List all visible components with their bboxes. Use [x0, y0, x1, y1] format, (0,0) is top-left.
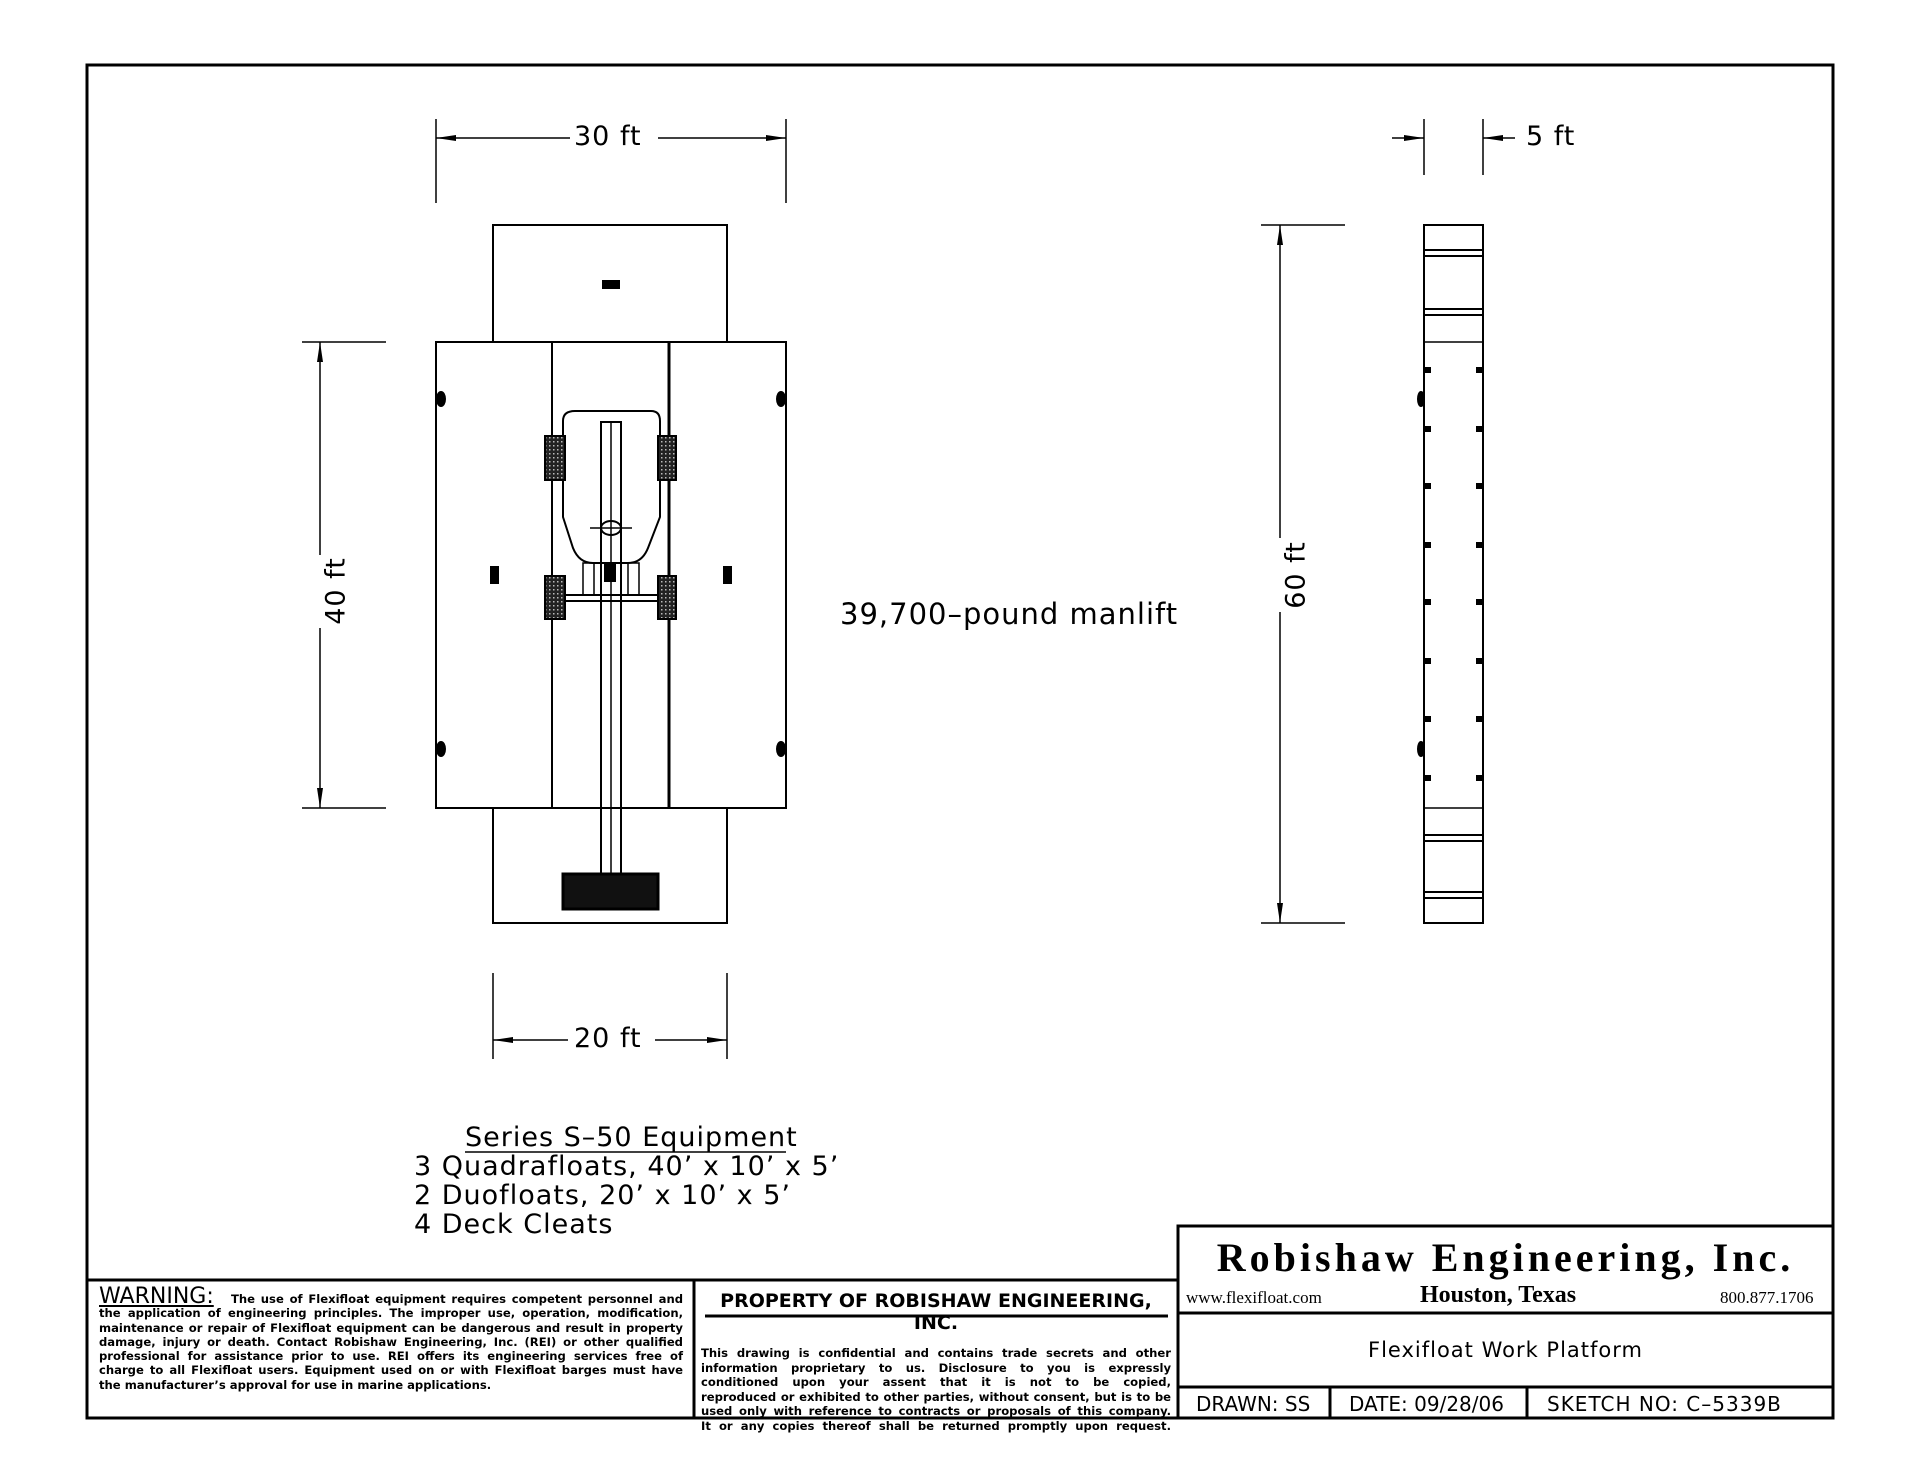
- manlift-tire: [657, 575, 677, 620]
- warning-line: damage, injury or death. Contact Robisha…: [99, 1334, 683, 1349]
- warning-line: maintenance or repair of Flexifloat equi…: [99, 1320, 683, 1335]
- connector-lug: [1425, 716, 1431, 722]
- title-block-frame: [87, 1224, 1835, 1420]
- connector-lug: [1476, 426, 1482, 432]
- connector-lug: [1425, 483, 1431, 489]
- property-line: This drawing is confidential and contain…: [701, 1346, 1171, 1360]
- deck-cleat-icon: [1417, 741, 1425, 757]
- equipment-item: 4 Deck Cleats: [414, 1209, 614, 1240]
- dim-length-60ft: 60 ft: [1280, 541, 1312, 609]
- company-website: www.flexifloat.com: [1186, 1288, 1322, 1307]
- deck-cleat-icon: [776, 391, 786, 407]
- deck-cleat-icon: [436, 391, 446, 407]
- company-phone: 800.877.1706: [1720, 1288, 1814, 1307]
- equipment-heading: Series S–50 Equipment: [465, 1122, 798, 1153]
- deck-cleat-icon: [1417, 391, 1425, 407]
- dim-depth-5ft: 5 ft: [1526, 121, 1576, 152]
- warning-notice: WARNING: The use of Flexifloat equipment…: [99, 1286, 683, 1392]
- connector-fitting: [723, 566, 732, 584]
- equipment-item: 2 Duofloats, 20’ x 10’ x 5’: [414, 1180, 791, 1211]
- property-line: used only with reference to contracts or…: [701, 1404, 1171, 1419]
- property-line: It or any copies thereof shall be return…: [701, 1418, 1171, 1433]
- property-line: reproduced or exhibited to other parties…: [701, 1389, 1171, 1404]
- connector-bar: [1423, 249, 1484, 257]
- company-location: Houston, Texas: [1420, 1282, 1577, 1308]
- drawn-by: DRAWN: SS: [1196, 1392, 1311, 1416]
- warning-line: professional for assistance prior to use…: [99, 1349, 683, 1364]
- connector-fitting: [490, 566, 499, 584]
- plan-view: [435, 224, 787, 924]
- connector-lug: [1425, 426, 1431, 432]
- sheet-border: [85, 63, 1835, 1420]
- connector-lug: [1476, 367, 1482, 373]
- warning-line: charge to all Flexifloat users. Equipmen…: [99, 1363, 683, 1378]
- connector-bar: [1423, 891, 1484, 899]
- connector-lug: [1476, 716, 1482, 722]
- connector-fitting: [604, 564, 616, 582]
- connector-bar: [1423, 308, 1484, 316]
- property-line: conditioned upon your assent that it is …: [701, 1375, 1171, 1390]
- load-label: 39,700–pound manlift: [840, 597, 1179, 631]
- dim-width-30ft: 30 ft: [574, 121, 642, 152]
- side-view: [1417, 224, 1484, 924]
- sketch-number: SKETCH NO: C–5339B: [1547, 1392, 1782, 1416]
- warning-line: the application of engineering principle…: [99, 1306, 683, 1321]
- warning-line: the manufacturer’s approval for use in m…: [99, 1377, 492, 1392]
- connector-lug: [1476, 483, 1482, 489]
- company-name: Robishaw Engineering, Inc.: [1216, 1235, 1795, 1280]
- connector-lug: [1476, 775, 1482, 781]
- connector-lug: [1425, 542, 1431, 548]
- connector-lug: [1476, 599, 1482, 605]
- manlift-tire: [544, 575, 566, 620]
- connector-lug: [1476, 658, 1482, 664]
- property-notice: PROPERTY OF ROBISHAW ENGINEERING, INC. T…: [701, 1290, 1171, 1434]
- dim-width-20ft: 20 ft: [574, 1023, 642, 1054]
- connector-lug: [1425, 775, 1431, 781]
- deck-cleat-icon: [436, 741, 446, 757]
- side-profile: [1423, 224, 1484, 924]
- connector-lug: [1476, 542, 1482, 548]
- manlift-tire: [657, 435, 677, 481]
- property-line: information proprietary to us. Disclosur…: [701, 1360, 1171, 1375]
- warning-line: The use of Flexifloat equipment requires…: [231, 1292, 683, 1306]
- equipment-item: 3 Quadrafloats, 40’ x 10’ x 5’: [414, 1151, 840, 1182]
- property-heading: PROPERTY OF ROBISHAW ENGINEERING, INC.: [720, 1290, 1152, 1334]
- warning-heading: WARNING:: [99, 1284, 214, 1309]
- connector-lug: [1425, 658, 1431, 664]
- drawing-date: DATE: 09/28/06: [1349, 1392, 1504, 1416]
- deck-cleat-icon: [776, 741, 786, 757]
- connector-bar: [1423, 834, 1484, 842]
- drawing-title: Flexifloat Work Platform: [1368, 1338, 1643, 1362]
- plan-dimensions: [302, 119, 787, 1059]
- manlift-platform: [561, 872, 660, 911]
- duofloat-bottom: [492, 807, 728, 924]
- side-dimensions: [1261, 119, 1515, 924]
- connector-lug: [1425, 367, 1431, 373]
- dim-length-40ft: 40 ft: [320, 557, 352, 625]
- connector-fitting: [602, 280, 620, 289]
- connector-lug: [1425, 599, 1431, 605]
- manlift-tire: [544, 435, 566, 481]
